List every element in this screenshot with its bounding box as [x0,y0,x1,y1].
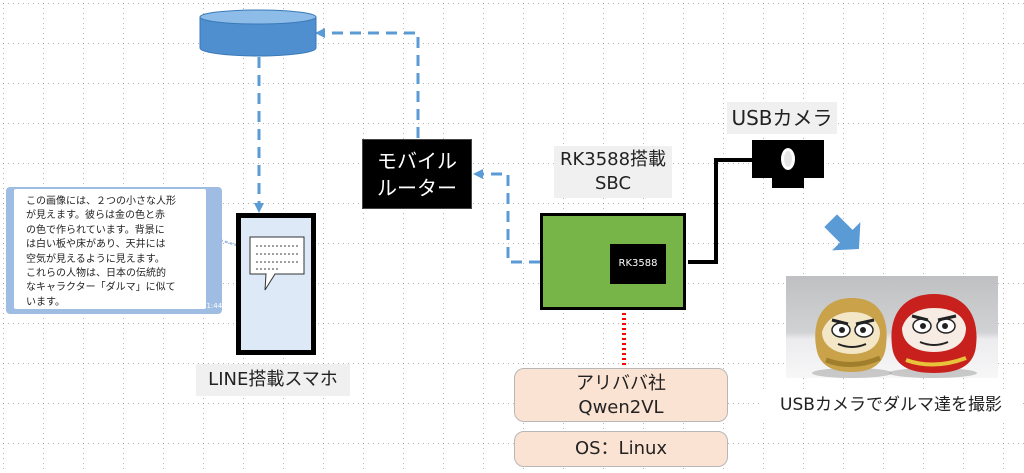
database-icon [199,9,317,57]
capture-caption: USBカメラでダルマ達を撮影 [760,390,1022,420]
router-to-db-connector [315,28,420,138]
mobile-router-box: モバイル ルーター [362,139,472,209]
daruma-photo [786,276,998,378]
sbc-to-router-connector [473,169,540,264]
sbc-label: RK3588搭載 SBC [554,146,672,198]
daruma-illustration [812,294,977,378]
camera-to-sbc-cable [688,158,752,264]
qwen-box: アリババ社 Qwen2VL [514,368,728,422]
camera-icon [752,140,824,188]
rk3588-chip: RK3588 [610,244,666,284]
chat-message-text: この画像には、２つの小さな人形 が見えます。彼らは金の色と赤 の色で作られていま… [14,189,206,309]
os-box: OS：Linux [514,431,728,467]
phone-speech-bubble [249,236,305,291]
down-right-arrow-icon [824,214,861,251]
chat-timestamp: 11:44 [202,302,223,310]
phone-label: LINE搭載スマホ [196,364,350,396]
usb-camera-label: USBカメラ [727,102,837,134]
